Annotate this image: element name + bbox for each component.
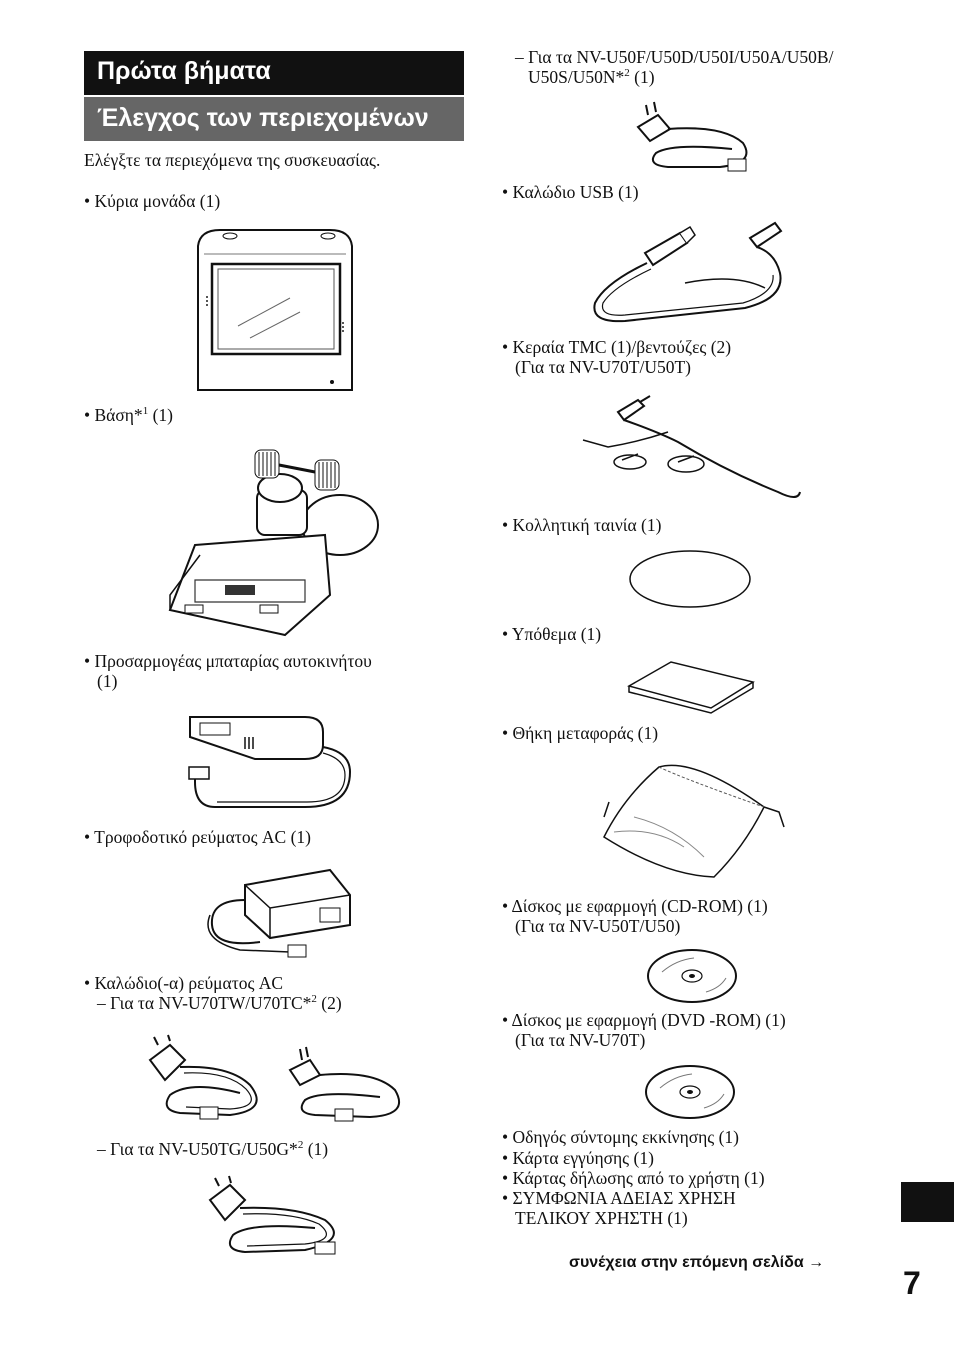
cradle-footnote: 1 [142, 405, 149, 418]
main-unit-illustration [190, 226, 360, 396]
item-adhesive-tape: • Κολλητική ταινία (1) [502, 515, 662, 535]
item-main-unit: • Κύρια μονάδα (1) [84, 191, 221, 211]
item-usb-cable: • Καλώδιο USB (1) [502, 182, 639, 202]
ac-cord-eu-qty: (1) [629, 67, 655, 87]
ac-cords-qty: (2) [316, 993, 342, 1013]
pad-illustration [627, 658, 757, 713]
continue-next-page: συνέχεια στην επόμενη σελίδα → [569, 1254, 825, 1271]
intro-text: Ελέγξτε τα περιεχόμενα της συσκευασίας. [84, 150, 381, 170]
page-number: 7 [903, 1265, 921, 1301]
carrying-case-illustration [594, 757, 789, 887]
item-ac-cords-line2: – Για τα NV-U70TW/U70TC*2 (2) [97, 993, 342, 1013]
item-car-adapter-line1: • Προσαρμογέας μπαταρίας αυτοκινήτου [84, 651, 372, 671]
item-tmc-antenna-line1: • Κεραία TMC (1)/βεντούζες (2) [502, 337, 732, 357]
ac-cord-uk-qty: (1) [303, 1139, 329, 1159]
item-cd-rom-line2: (Για τα NV-U50T/U50) [515, 916, 681, 936]
item-user-registration-card: • Κάρτας δήλωσης από το χρήστη (1) [502, 1168, 765, 1188]
section-title-bar: Πρώτα βήματα [84, 51, 464, 95]
ac-cords-models: – Για τα NV-U70TW/U70TC* [97, 993, 312, 1013]
usb-cable-illustration [585, 213, 795, 338]
ac-cord-eu-right-illustration [628, 95, 758, 177]
car-adapter-illustration [185, 707, 360, 822]
item-ac-cords-line1: • Καλώδιο(-α) ρεύματος AC [84, 973, 284, 993]
section-tab-marker [901, 1182, 954, 1222]
section-subtitle-bar: Έλεγχος των περιεχομένων [84, 97, 464, 141]
cradle-qty: (1) [148, 405, 173, 425]
item-eula-line2: ΤΕΛΙΚΟΥ ΧΡΗΣΤΗ (1) [515, 1208, 688, 1228]
cradle-illustration [165, 440, 380, 640]
item-quick-start-guide: • Οδηγός σύντομης εκκίνησης (1) [502, 1127, 740, 1147]
ac-cord-uk-footnote: 2 [297, 1139, 304, 1152]
ac-cord-eu-illustration [280, 1045, 410, 1125]
tmc-antenna-illustration [578, 392, 806, 510]
item-eula-line1: • ΣΥΜΦΩΝΙΑ ΑΔΕΙΑΣ ΧΡΗΣΗ [502, 1188, 736, 1208]
ac-cord-eu-models: U50S/U50N* [528, 67, 625, 87]
item-cd-rom-line1: • Δίσκος με εφαρμογή (CD-ROM) (1) [502, 896, 768, 916]
item-ac-cord-eu-line2: U50S/U50N*2 (1) [528, 67, 655, 87]
cd-rom-illustration [646, 948, 738, 1004]
item-ac-cord-uk: – Για τα NV-U50TG/U50G*2 (1) [97, 1139, 328, 1159]
item-carrying-case: • Θήκη μεταφοράς (1) [502, 723, 659, 743]
item-car-adapter-line2: (1) [97, 671, 118, 691]
ac-cord-eu-footnote: 2 [624, 67, 630, 80]
section-subtitle: Έλεγχος των περιεχομένων [97, 104, 429, 132]
section-title: Πρώτα βήματα [97, 57, 271, 85]
item-pad: • Υπόθεμα (1) [502, 624, 602, 644]
item-dvd-rom-line2: (Για τα NV-U70T) [515, 1030, 646, 1050]
item-ac-adaptor: • Τροφοδοτικό ρεύματος AC (1) [84, 827, 311, 847]
ac-adaptor-illustration [200, 860, 360, 960]
item-dvd-rom-line1: • Δίσκος με εφαρμογή (DVD -ROM) (1) [502, 1010, 786, 1030]
item-cradle: • Βάση*1 (1) [84, 405, 173, 425]
adhesive-tape-illustration [628, 549, 753, 609]
item-warranty-card: • Κάρτα εγγύησης (1) [502, 1148, 654, 1168]
cradle-label: • Βάση* [84, 405, 143, 425]
item-tmc-antenna-line2: (Για τα NV-U70T/U50T) [515, 357, 691, 377]
ac-cord-uk-models: – Για τα NV-U50TG/U50G* [97, 1139, 298, 1159]
ac-cord-uk-single-illustration [205, 1180, 355, 1260]
dvd-rom-illustration [644, 1064, 736, 1120]
item-ac-cord-eu-line1: – Για τα NV-U50F/U50D/U50I/U50A/U50B/ [515, 47, 834, 67]
ac-cords-footnote: 2 [311, 993, 317, 1006]
ac-cord-uk-illustration [140, 1035, 275, 1125]
